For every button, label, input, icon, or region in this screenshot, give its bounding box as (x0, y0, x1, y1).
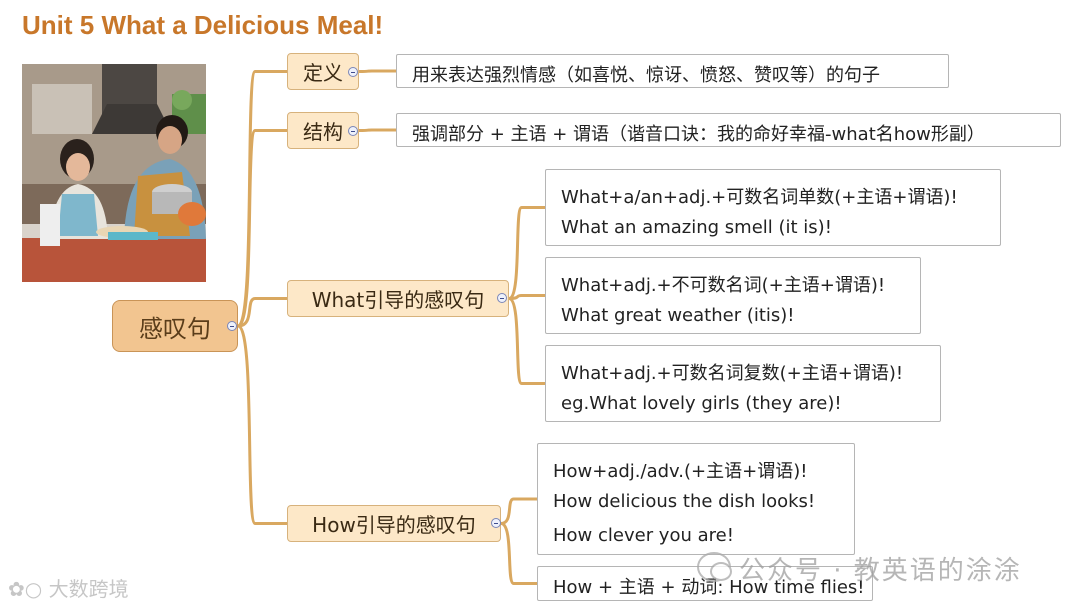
connector-root-structure (238, 131, 287, 327)
what-rule-card: What+adj.+可数名词复数(+主语+谓语)! eg.What lovely… (545, 345, 941, 422)
wechat-logo-icon-small (710, 562, 732, 581)
branch-how-label: How引导的感叹句 (312, 509, 476, 538)
what-rule-text: What+adj.+可数名词复数(+主语+谓语)! (561, 359, 903, 385)
connector-what-rule (509, 208, 545, 299)
connector-root-how (238, 326, 287, 524)
what-rule-card: What+a/an+adj.+可数名词单数(+主语+谓语)! What an a… (545, 169, 1001, 246)
branch-definition-label: 定义 (303, 57, 343, 86)
what-example-text: eg.What lovely girls (they are)! (561, 393, 842, 414)
corner-logo-icon: ✿○ (8, 577, 42, 601)
branch-what-label: What引导的感叹句 (312, 284, 485, 313)
what-example-text: What great weather (itis)! (561, 305, 795, 326)
connector-how-rule (501, 524, 537, 584)
how-collapse-icon[interactable] (491, 518, 501, 528)
definition-detail: 用来表达强烈情感（如喜悦、惊讶、愤怒、赞叹等）的句子 (396, 54, 949, 88)
page-title: Unit 5 What a Delicious Meal! (22, 10, 383, 41)
wechat-watermark-text: 公众号 · 教英语的涂涂 (739, 556, 1022, 586)
connector-how-rule (501, 499, 537, 524)
how-example-text: How clever you are! (553, 525, 734, 546)
connector-what-rule (509, 299, 545, 384)
structure-detail: 强调部分 + 主语 + 谓语（谐音口诀：我的命好幸福-what名how形副） (396, 113, 1061, 147)
connector-root-definition (238, 72, 287, 327)
corner-watermark: ✿○ 大数跨境 (8, 573, 129, 602)
definition-text: 用来表达强烈情感（如喜悦、惊讶、愤怒、赞叹等）的句子 (412, 61, 880, 87)
how-rule-card: How+adj./adv.(+主语+谓语)! How delicious the… (537, 443, 855, 555)
what-example-text: What an amazing smell (it is)! (561, 217, 832, 238)
connector-definition-detail (359, 71, 396, 72)
connector-root-what (238, 299, 287, 327)
what-rule-text: What+a/an+adj.+可数名词单数(+主语+谓语)! (561, 183, 958, 209)
root-collapse-icon[interactable] (227, 321, 237, 331)
connector-structure-detail (359, 130, 396, 131)
connector-what-rule (509, 296, 545, 299)
structure-text: 强调部分 + 主语 + 谓语（谐音口诀：我的命好幸福-what名how形副） (412, 120, 985, 146)
what-rule-text: What+adj.+不可数名词(+主语+谓语)! (561, 271, 885, 297)
kitchen-photo (22, 64, 206, 282)
wechat-watermark: 公众号 · 教英语的涂涂 (697, 550, 1022, 587)
root-node-exclamatory-sentence[interactable]: 感叹句 (112, 300, 238, 352)
what-collapse-icon[interactable] (497, 293, 507, 303)
branch-what-exclamation[interactable]: What引导的感叹句 (287, 280, 509, 317)
branch-how-exclamation[interactable]: How引导的感叹句 (287, 505, 501, 542)
branch-structure-label: 结构 (303, 116, 343, 145)
definition-collapse-icon[interactable] (348, 67, 358, 77)
structure-collapse-icon[interactable] (348, 126, 358, 136)
root-node-label: 感叹句 (139, 309, 211, 344)
corner-watermark-text: 大数跨境 (49, 577, 129, 601)
how-rule-text: How+adj./adv.(+主语+谓语)! (553, 457, 807, 483)
what-rule-card: What+adj.+不可数名词(+主语+谓语)! What great weat… (545, 257, 921, 334)
how-example-text: How delicious the dish looks! (553, 491, 815, 512)
